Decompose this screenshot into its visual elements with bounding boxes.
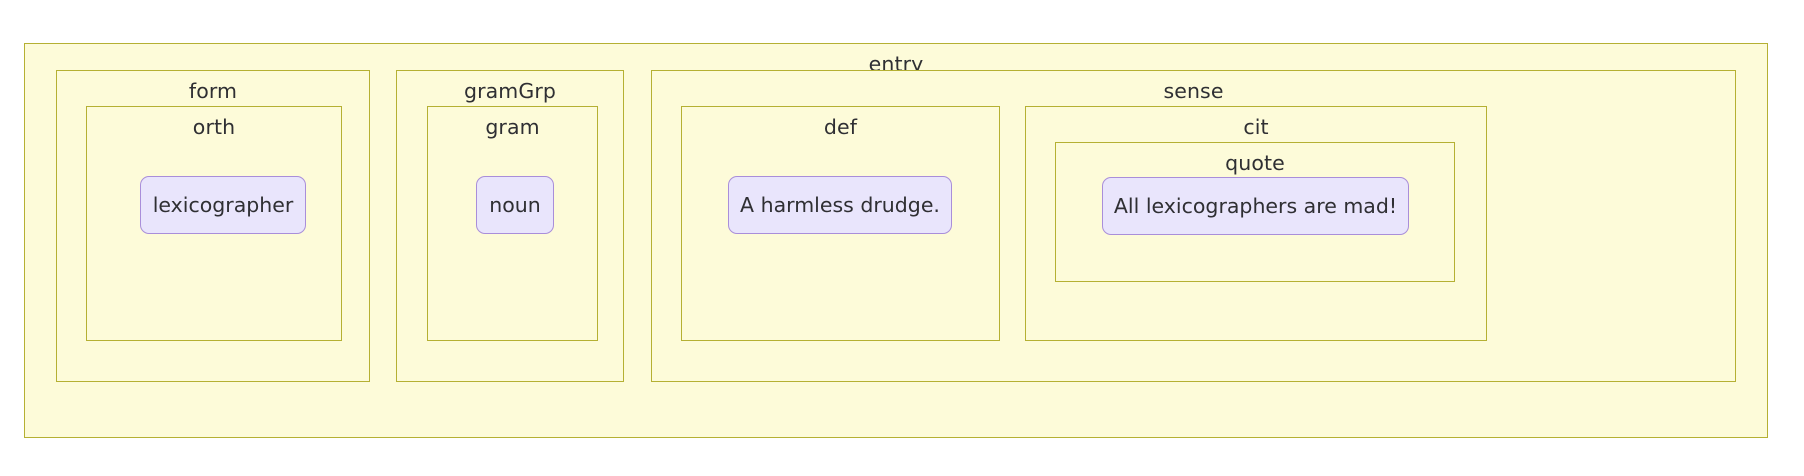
node-quote-label: quote: [1225, 151, 1285, 175]
leaf-value-def[interactable]: A harmless drudge.: [728, 176, 952, 234]
node-gram[interactable]: gram noun: [427, 106, 598, 341]
node-orth-label: orth: [192, 115, 236, 139]
node-sense[interactable]: sense def A harmless drudge. cit quote A…: [651, 70, 1736, 382]
node-orth[interactable]: orth lexicographer: [86, 106, 342, 341]
leaf-value-gram[interactable]: noun: [476, 176, 554, 234]
node-gram-label: gram: [485, 115, 540, 139]
node-gramgrp[interactable]: gramGrp gram noun: [396, 70, 624, 382]
leaf-value-quote[interactable]: All lexicographers are mad!: [1102, 177, 1409, 235]
node-form-label: form: [188, 79, 238, 103]
node-sense-label: sense: [1163, 79, 1224, 103]
node-def[interactable]: def A harmless drudge.: [681, 106, 1000, 341]
node-gramgrp-label: gramGrp: [464, 79, 556, 103]
node-quote[interactable]: quote All lexicographers are mad!: [1055, 142, 1455, 282]
node-entry[interactable]: entry form orth lexicographer gramGrp gr…: [24, 43, 1768, 438]
node-form[interactable]: form orth lexicographer: [56, 70, 370, 382]
leaf-value-orth[interactable]: lexicographer: [140, 176, 306, 234]
node-def-label: def: [823, 115, 858, 139]
node-cit[interactable]: cit quote All lexicographers are mad!: [1025, 106, 1487, 341]
node-cit-label: cit: [1243, 115, 1269, 139]
